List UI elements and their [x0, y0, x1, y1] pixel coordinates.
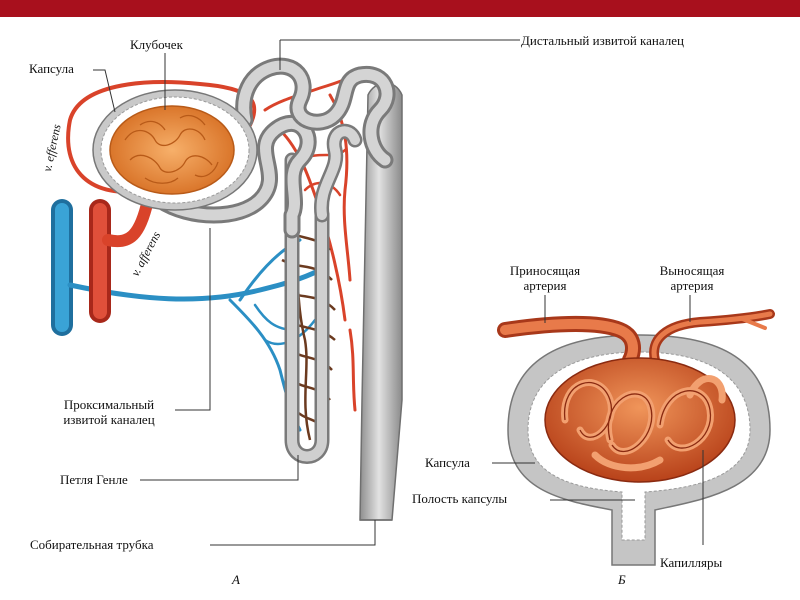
figure-b [505, 314, 770, 565]
glomerulus [110, 106, 234, 194]
label-proximal-1: Проксимальный [42, 398, 176, 412]
label-capsule-cavity: Полость капсулы [412, 492, 507, 506]
label-proximal-2: извитой каналец [42, 413, 176, 427]
figure-letter-b: Б [618, 572, 626, 588]
label-afferent-2: артерия [487, 279, 603, 293]
figure-a [62, 66, 402, 520]
label-collecting-tube: Собирательная трубка [30, 538, 154, 552]
label-capillaries: Капилляры [660, 556, 722, 570]
label-efferent-2: артерия [640, 279, 744, 293]
label-efferent-1: Выносящая [640, 264, 744, 278]
figure-letter-a: А [232, 572, 240, 588]
label-klubochek: Клубочек [130, 38, 183, 52]
label-afferent-1: Приносящая [487, 264, 603, 278]
label-henle-loop: Петля Генле [60, 473, 128, 487]
label-kapsula-b: Капсула [425, 456, 470, 470]
label-distal-tubule: Дистальный извитой каналец [521, 34, 684, 48]
label-kapsula-a: Капсула [29, 62, 74, 76]
